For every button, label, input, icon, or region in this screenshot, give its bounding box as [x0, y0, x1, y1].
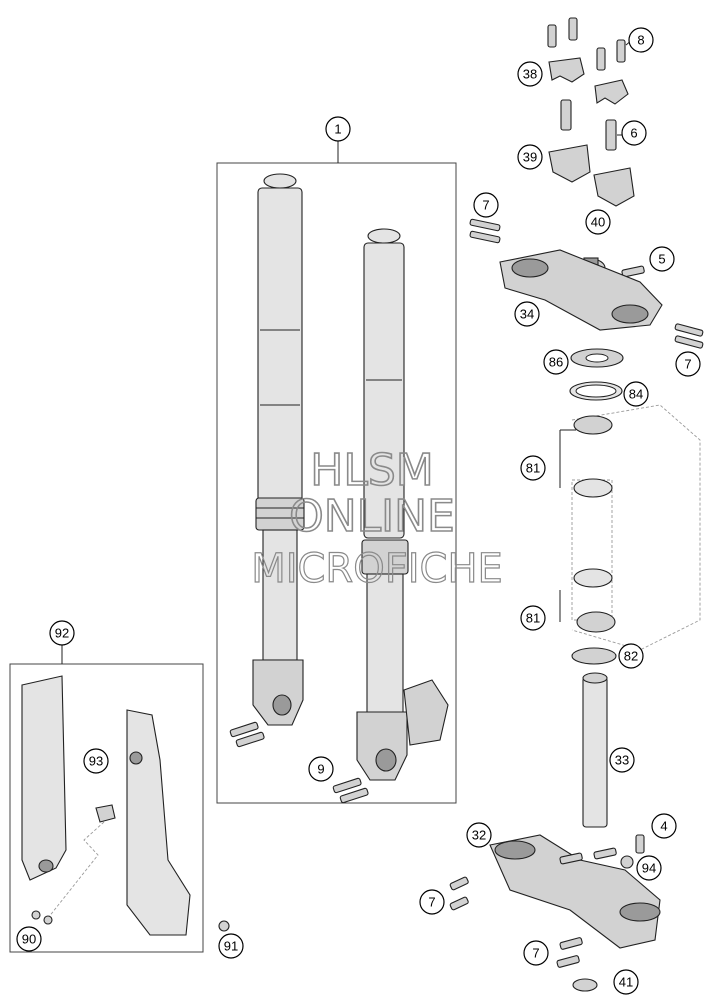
- fork-assembly-frame: [216, 162, 457, 804]
- upper-triple-clamp[interactable]: [499, 249, 663, 331]
- callout-4-label: 4: [660, 819, 667, 834]
- callout-1: 1: [325, 116, 351, 142]
- fork-protector-right[interactable]: [126, 709, 191, 936]
- callout-94-label: 94: [642, 861, 656, 876]
- callout-81-lower: 81: [520, 605, 546, 631]
- handlebar-clamp-bolts[interactable]: [547, 17, 626, 71]
- callout-81-upper: 81: [520, 455, 546, 481]
- clamp-bolts-lower-left[interactable]: [449, 876, 469, 911]
- callout-8: 8: [628, 27, 654, 53]
- callout-92: 92: [49, 620, 75, 646]
- axle-clamp-bolts-right[interactable]: [332, 777, 369, 804]
- callout-92-label: 92: [55, 626, 69, 641]
- fork-leg-right[interactable]: [356, 228, 449, 781]
- dust-seal-upper[interactable]: [570, 348, 624, 368]
- callout-7-bottom-label: 7: [532, 946, 539, 961]
- callout-5: 5: [649, 246, 675, 272]
- cap-41[interactable]: [572, 978, 598, 992]
- callout-90-label: 90: [22, 932, 36, 947]
- callout-82: 82: [618, 643, 644, 669]
- callout-32: 32: [466, 822, 492, 848]
- callout-34-label: 34: [520, 307, 534, 322]
- seal-ring-upper[interactable]: [569, 381, 623, 401]
- watermark-line2: ONLINE: [289, 491, 455, 542]
- callout-86: 86: [543, 349, 569, 375]
- callout-82-label: 82: [624, 649, 638, 664]
- bearing-upper[interactable]: [573, 415, 613, 498]
- clamp-bolts-upper-left[interactable]: [469, 218, 501, 244]
- watermark-line3: MICROFICHE: [251, 546, 503, 592]
- callout-7-right-label: 7: [684, 357, 691, 372]
- callout-91: 91: [218, 933, 244, 959]
- callout-38: 38: [517, 61, 543, 87]
- bearing-lower[interactable]: [573, 568, 616, 633]
- axle-clamp-bolts-left[interactable]: [229, 721, 265, 748]
- clamp-bolts-upper-right[interactable]: [674, 323, 704, 349]
- steering-stem[interactable]: [582, 672, 608, 828]
- callout-5-label: 5: [658, 252, 665, 267]
- callout-81-upper-label: 81: [526, 461, 540, 476]
- callout-94: 94: [636, 855, 662, 881]
- callout-90: 90: [16, 926, 42, 952]
- callout-7-right: 7: [675, 351, 701, 377]
- callout-91-label: 91: [224, 939, 238, 954]
- callout-7-top: 7: [473, 192, 499, 218]
- watermark: HLSM ONLINE MICROFICHE: [251, 444, 504, 592]
- handlebar-mount[interactable]: [548, 144, 635, 207]
- callout-6: 6: [621, 120, 647, 146]
- watermark-line1: HLSM: [310, 445, 434, 496]
- fork-protector-frame: [9, 663, 204, 953]
- callout-34: 34: [514, 301, 540, 327]
- bolt-5[interactable]: [621, 265, 645, 278]
- brake-line-bolts[interactable]: [559, 847, 617, 865]
- callout-39: 39: [517, 144, 543, 170]
- callout-32-label: 32: [472, 828, 486, 843]
- protector-screw-91[interactable]: [218, 920, 230, 932]
- fork-leg-left[interactable]: [252, 173, 305, 726]
- callout-40: 40: [585, 209, 611, 235]
- protector-clip[interactable]: [47, 804, 116, 919]
- callout-8-label: 8: [637, 33, 644, 48]
- nut-94[interactable]: [620, 855, 634, 869]
- callout-39-label: 39: [523, 150, 537, 165]
- callout-9-label: 9: [317, 762, 324, 777]
- callout-41-label: 41: [619, 975, 633, 990]
- callout-93: 93: [83, 748, 109, 774]
- handlebar-mount-bolts[interactable]: [560, 99, 617, 151]
- callout-7-lower-left: 7: [419, 889, 445, 915]
- callout-86-label: 86: [549, 355, 563, 370]
- callout-93-label: 93: [89, 754, 103, 769]
- callout-6-label: 6: [630, 126, 637, 141]
- callout-84: 84: [623, 381, 649, 407]
- fork-protector-left[interactable]: [21, 675, 67, 881]
- protector-screws[interactable]: [31, 910, 53, 925]
- callout-7-bottom: 7: [523, 940, 549, 966]
- bolt-4[interactable]: [635, 834, 645, 854]
- callout-7-lower-left-label: 7: [428, 895, 435, 910]
- callout-84-label: 84: [629, 387, 643, 402]
- clamp-bolts-lower-bottom[interactable]: [556, 937, 583, 968]
- callout-41: 41: [613, 969, 639, 995]
- callout-38-label: 38: [523, 67, 537, 82]
- callout-9: 9: [308, 756, 334, 782]
- callout-4: 4: [651, 813, 677, 839]
- callout-40-label: 40: [591, 215, 605, 230]
- handlebar-clamp-upper[interactable]: [548, 57, 629, 105]
- callout-7-top-label: 7: [482, 198, 489, 213]
- callout-33: 33: [609, 747, 635, 773]
- callout-33-label: 33: [615, 753, 629, 768]
- lower-triple-clamp[interactable]: [489, 834, 661, 949]
- callout-1-label: 1: [334, 122, 341, 137]
- callout-81-lower-label: 81: [526, 611, 540, 626]
- dust-seal-lower[interactable]: [571, 647, 617, 665]
